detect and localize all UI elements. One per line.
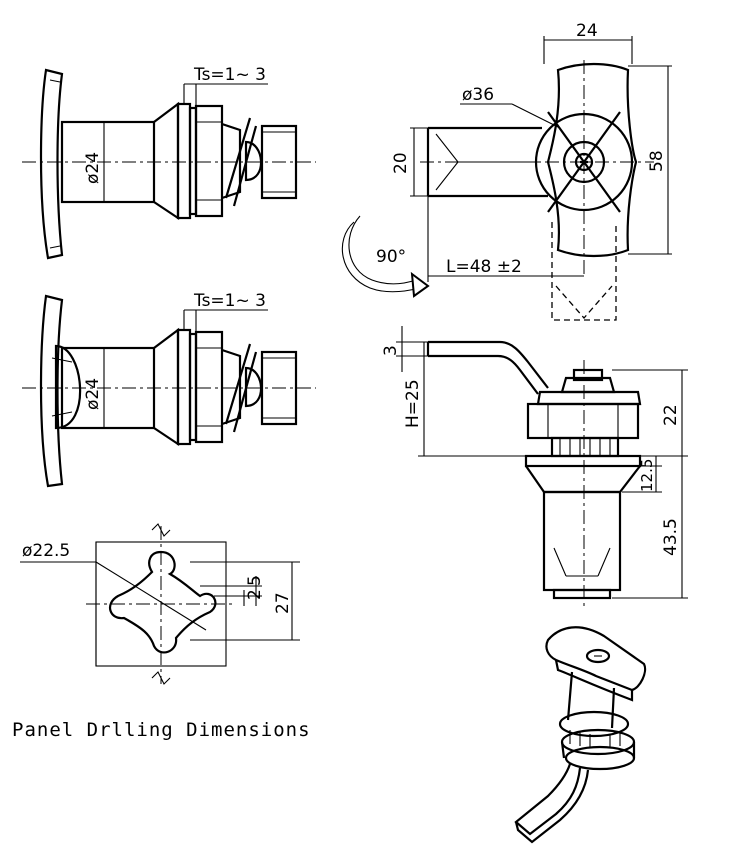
cutout-small-label: 2 — [245, 589, 265, 600]
lock-isometric-view — [514, 626, 647, 844]
cam-thickness-label: 3 — [381, 345, 401, 356]
length-label: L=48 ±2 — [446, 257, 522, 277]
cutout-notch-label: 5 — [245, 575, 265, 586]
top-diameter-label: ø36 — [462, 85, 494, 105]
top-height-label: 58 — [647, 150, 667, 172]
flange-label: 12.5 — [638, 459, 656, 492]
lock-front-view: 3 H=25 22 12.5 43.5 — [381, 326, 688, 606]
lock-top-view: 24 ø36 58 20 90° L=48 ±2 — [341, 21, 672, 321]
cam-height-label: H=25 — [403, 379, 423, 428]
upper-height-label: 22 — [661, 404, 681, 426]
top-shank-label: 20 — [391, 152, 411, 174]
lock-side-view-1: ø24 Ts=1~ 3 — [22, 65, 316, 260]
panel-drilling-caption: Panel Drlling Dimensions — [12, 719, 311, 741]
panel-cutout-view: ø22.5 5 2 27 Panel Drlling Dimensions — [12, 523, 311, 741]
rotation-label: 90° — [376, 247, 406, 267]
cutout-height-label: 27 — [273, 592, 293, 614]
body-height-label: 43.5 — [661, 518, 681, 556]
cutout-diameter-label: ø22.5 — [22, 541, 70, 561]
lock-side-view-2: ø24 Ts=1~ 3 — [22, 291, 316, 488]
view1-thickness-label: Ts=1~ 3 — [193, 65, 266, 85]
view1-diameter-label: ø24 — [83, 152, 103, 184]
view2-thickness-label: Ts=1~ 3 — [193, 291, 266, 311]
top-width-label: 24 — [576, 21, 598, 41]
view2-diameter-label: ø24 — [83, 378, 103, 410]
